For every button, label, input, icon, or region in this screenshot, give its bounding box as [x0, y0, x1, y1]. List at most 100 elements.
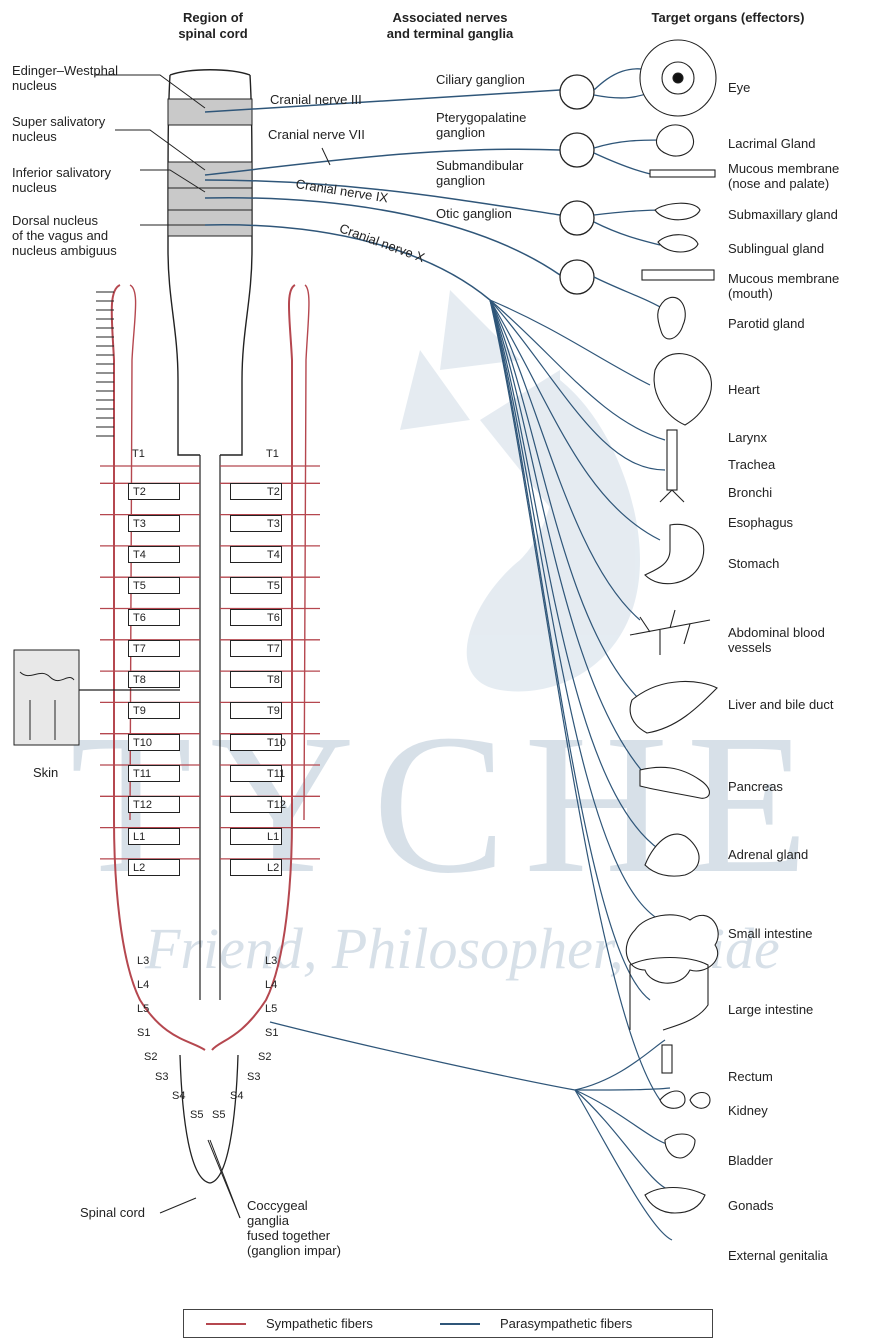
- right-sympathetic-chain: [212, 285, 295, 1050]
- skin-illustration: [14, 650, 79, 745]
- segment-s3-right: S3: [247, 1071, 260, 1083]
- segment-s3-left: S3: [155, 1071, 168, 1083]
- legend-sympathetic-swatch: [206, 1323, 246, 1325]
- legend: Sympathetic fibers Parasympathetic fiber…: [183, 1309, 713, 1338]
- segment-t9-right: T9: [230, 702, 282, 719]
- target-sublingual: Sublingual gland: [728, 241, 824, 256]
- segment-t4-left: T4: [128, 546, 180, 563]
- legend-parasympathetic-label: Parasympathetic fibers: [500, 1316, 632, 1331]
- rectum-organ: [662, 1045, 672, 1073]
- target-pancreas: Pancreas: [728, 779, 783, 794]
- segment-t3-left: T3: [128, 515, 180, 532]
- otic-ganglion: [560, 260, 594, 294]
- segment-l2-right: L2: [230, 859, 282, 876]
- segment-s5-left: S5: [190, 1109, 203, 1121]
- label-skin: Skin: [33, 765, 58, 780]
- target-external-genitalia: External genitalia: [728, 1248, 828, 1263]
- segment-t1-right: T1: [230, 446, 282, 463]
- segment-t11-left: T11: [128, 765, 180, 782]
- lacrimal-gland-organ: [656, 125, 693, 156]
- segment-t12-right: T12: [230, 796, 282, 813]
- target-small-intestine: Small intestine: [728, 926, 813, 941]
- label-spinal-cord: Spinal cord: [80, 1205, 145, 1220]
- target-mucous-mouth: Mucous membrane (mouth): [728, 271, 839, 301]
- stomach-organ: [645, 524, 704, 583]
- segment-s1-left: S1: [137, 1027, 150, 1039]
- nucleus-inferior-salivatory: Inferior salivatory nucleus: [12, 165, 111, 195]
- segment-s1-right: S1: [265, 1027, 278, 1039]
- segment-t2-left: T2: [128, 483, 180, 500]
- target-trachea: Trachea: [728, 457, 775, 472]
- segment-l4-left: L4: [137, 979, 149, 991]
- header-nerves: Associated nerves and terminal ganglia: [350, 10, 550, 42]
- small-intestine-organ: [626, 915, 718, 983]
- segment-t5-right: T5: [230, 577, 282, 594]
- target-stomach: Stomach: [728, 556, 779, 571]
- vagus-branches: [270, 300, 672, 1240]
- segment-t8-right: T8: [230, 671, 282, 688]
- header-targets: Target organs (effectors): [628, 10, 828, 26]
- target-lacrimal-gland: Lacrimal Gland: [728, 136, 815, 151]
- segment-l1-left: L1: [128, 828, 180, 845]
- segment-s2-left: S2: [144, 1051, 157, 1063]
- segment-t3-right: T3: [230, 515, 282, 532]
- segment-t2-right: T2: [230, 483, 282, 500]
- cranial-nerve-III: [205, 90, 560, 112]
- nucleus-edinger: Edinger–Westphal nucleus: [12, 63, 118, 93]
- target-liver: Liver and bile duct: [728, 697, 834, 712]
- target-bladder: Bladder: [728, 1153, 773, 1168]
- segment-t7-left: T7: [128, 640, 180, 657]
- segment-l3-left: L3: [137, 955, 149, 967]
- mucous-membrane-mouth-organ: [642, 270, 714, 280]
- segment-l1-right: L1: [230, 828, 282, 845]
- segment-t10-right: T10: [230, 734, 282, 751]
- segment-t1-left: T1: [128, 446, 180, 463]
- segment-l4-right: L4: [265, 979, 277, 991]
- segment-l5-right: L5: [265, 1003, 277, 1015]
- sublingual-gland-organ: [658, 235, 698, 252]
- label-submandibular-ganglion: Submandibular ganglion: [436, 158, 523, 188]
- segment-t5-left: T5: [128, 577, 180, 594]
- target-abdominal-vessels: Abdominal blood vessels: [728, 625, 825, 655]
- label-ciliary-ganglion: Ciliary ganglion: [436, 72, 525, 87]
- spinal-cord-outline: [168, 70, 252, 455]
- target-large-intestine: Large intestine: [728, 1002, 813, 1017]
- nucleus-dorsal-vagus: Dorsal nucleus of the vagus and nucleus …: [12, 213, 117, 258]
- target-larynx: Larynx: [728, 430, 767, 445]
- label-pterygopalatine-ganglion: Pterygopalatine ganglion: [436, 110, 526, 140]
- pancreas-organ: [640, 767, 709, 798]
- heart-organ: [654, 354, 711, 425]
- brainstem-band-4: [168, 210, 252, 236]
- target-submaxillary: Submaxillary gland: [728, 207, 838, 222]
- kidney-organ: [660, 1091, 710, 1108]
- header-region: Region of spinal cord: [148, 10, 278, 42]
- segment-t12-left: T12: [128, 796, 180, 813]
- legend-parasympathetic-swatch: [440, 1323, 480, 1325]
- bronchi-organ: [660, 490, 684, 502]
- segment-s5-right: S5: [212, 1109, 225, 1121]
- segment-t4-right: T4: [230, 546, 282, 563]
- left-sympathetic-chain: [112, 285, 205, 1050]
- lower-cord: [180, 1055, 238, 1183]
- segment-t10-left: T10: [128, 734, 180, 751]
- label-otic-ganglion: Otic ganglion: [436, 206, 512, 221]
- target-parotid: Parotid gland: [728, 316, 805, 331]
- label-cranial-nerve-VII: Cranial nerve VII: [268, 127, 365, 142]
- parotid-gland-organ: [658, 297, 686, 339]
- liver-organ: [630, 681, 717, 733]
- abdominal-vessels-organ: [630, 610, 710, 655]
- target-heart: Heart: [728, 382, 760, 397]
- segment-t6-right: T6: [230, 609, 282, 626]
- target-rectum: Rectum: [728, 1069, 773, 1084]
- ciliary-ganglion: [560, 75, 594, 109]
- larynx-trachea-organ: [667, 430, 677, 490]
- target-gonads: Gonads: [728, 1198, 774, 1213]
- target-kidney: Kidney: [728, 1103, 768, 1118]
- adrenal-gland-organ: [645, 834, 699, 876]
- brainstem-band-3: [168, 188, 252, 210]
- segment-t8-left: T8: [128, 671, 180, 688]
- target-adrenal: Adrenal gland: [728, 847, 808, 862]
- target-esophagus: Esophagus: [728, 515, 793, 530]
- segment-s4-right: S4: [230, 1090, 243, 1102]
